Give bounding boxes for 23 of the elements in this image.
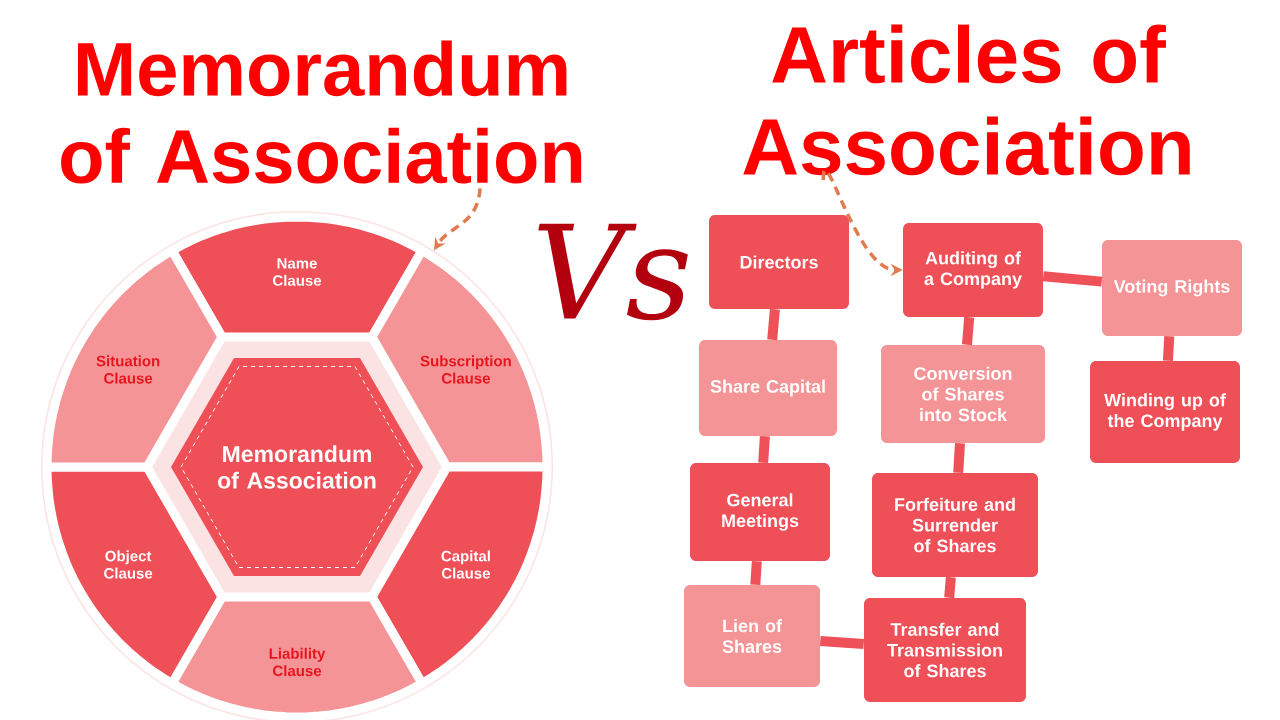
connector-bar (767, 308, 780, 341)
connector-bar (758, 435, 770, 464)
topic-box: Conversion of Shares into Stock (881, 345, 1045, 443)
connector-bar (819, 635, 865, 650)
connector-bar (962, 316, 975, 346)
topic-box: Voting Rights (1102, 240, 1242, 336)
topic-box: Share Capital (699, 340, 837, 436)
topic-box: Forfeiture and Surrender of Shares (872, 473, 1038, 577)
topic-box: Transfer and Transmission of Shares (864, 598, 1026, 702)
topic-box: Lien of Shares (684, 585, 820, 687)
connector-bar (944, 576, 956, 599)
title: Articles of Association (743, 24, 1190, 176)
title: Memorandum of Association (61, 40, 582, 184)
connector-bar (1162, 336, 1175, 361)
topic-box: Winding up of the Company (1090, 361, 1240, 463)
topic-box: General Meetings (690, 463, 830, 561)
topic-box: Directors (709, 215, 849, 309)
puzzle-piece: Name Clause (167, 212, 427, 342)
connector-bar (750, 560, 762, 586)
connector-bar (953, 442, 965, 474)
connector-bar (1042, 271, 1103, 287)
topic-box: Auditing of a Company (903, 223, 1043, 317)
vs-label: Vs (538, 223, 688, 321)
